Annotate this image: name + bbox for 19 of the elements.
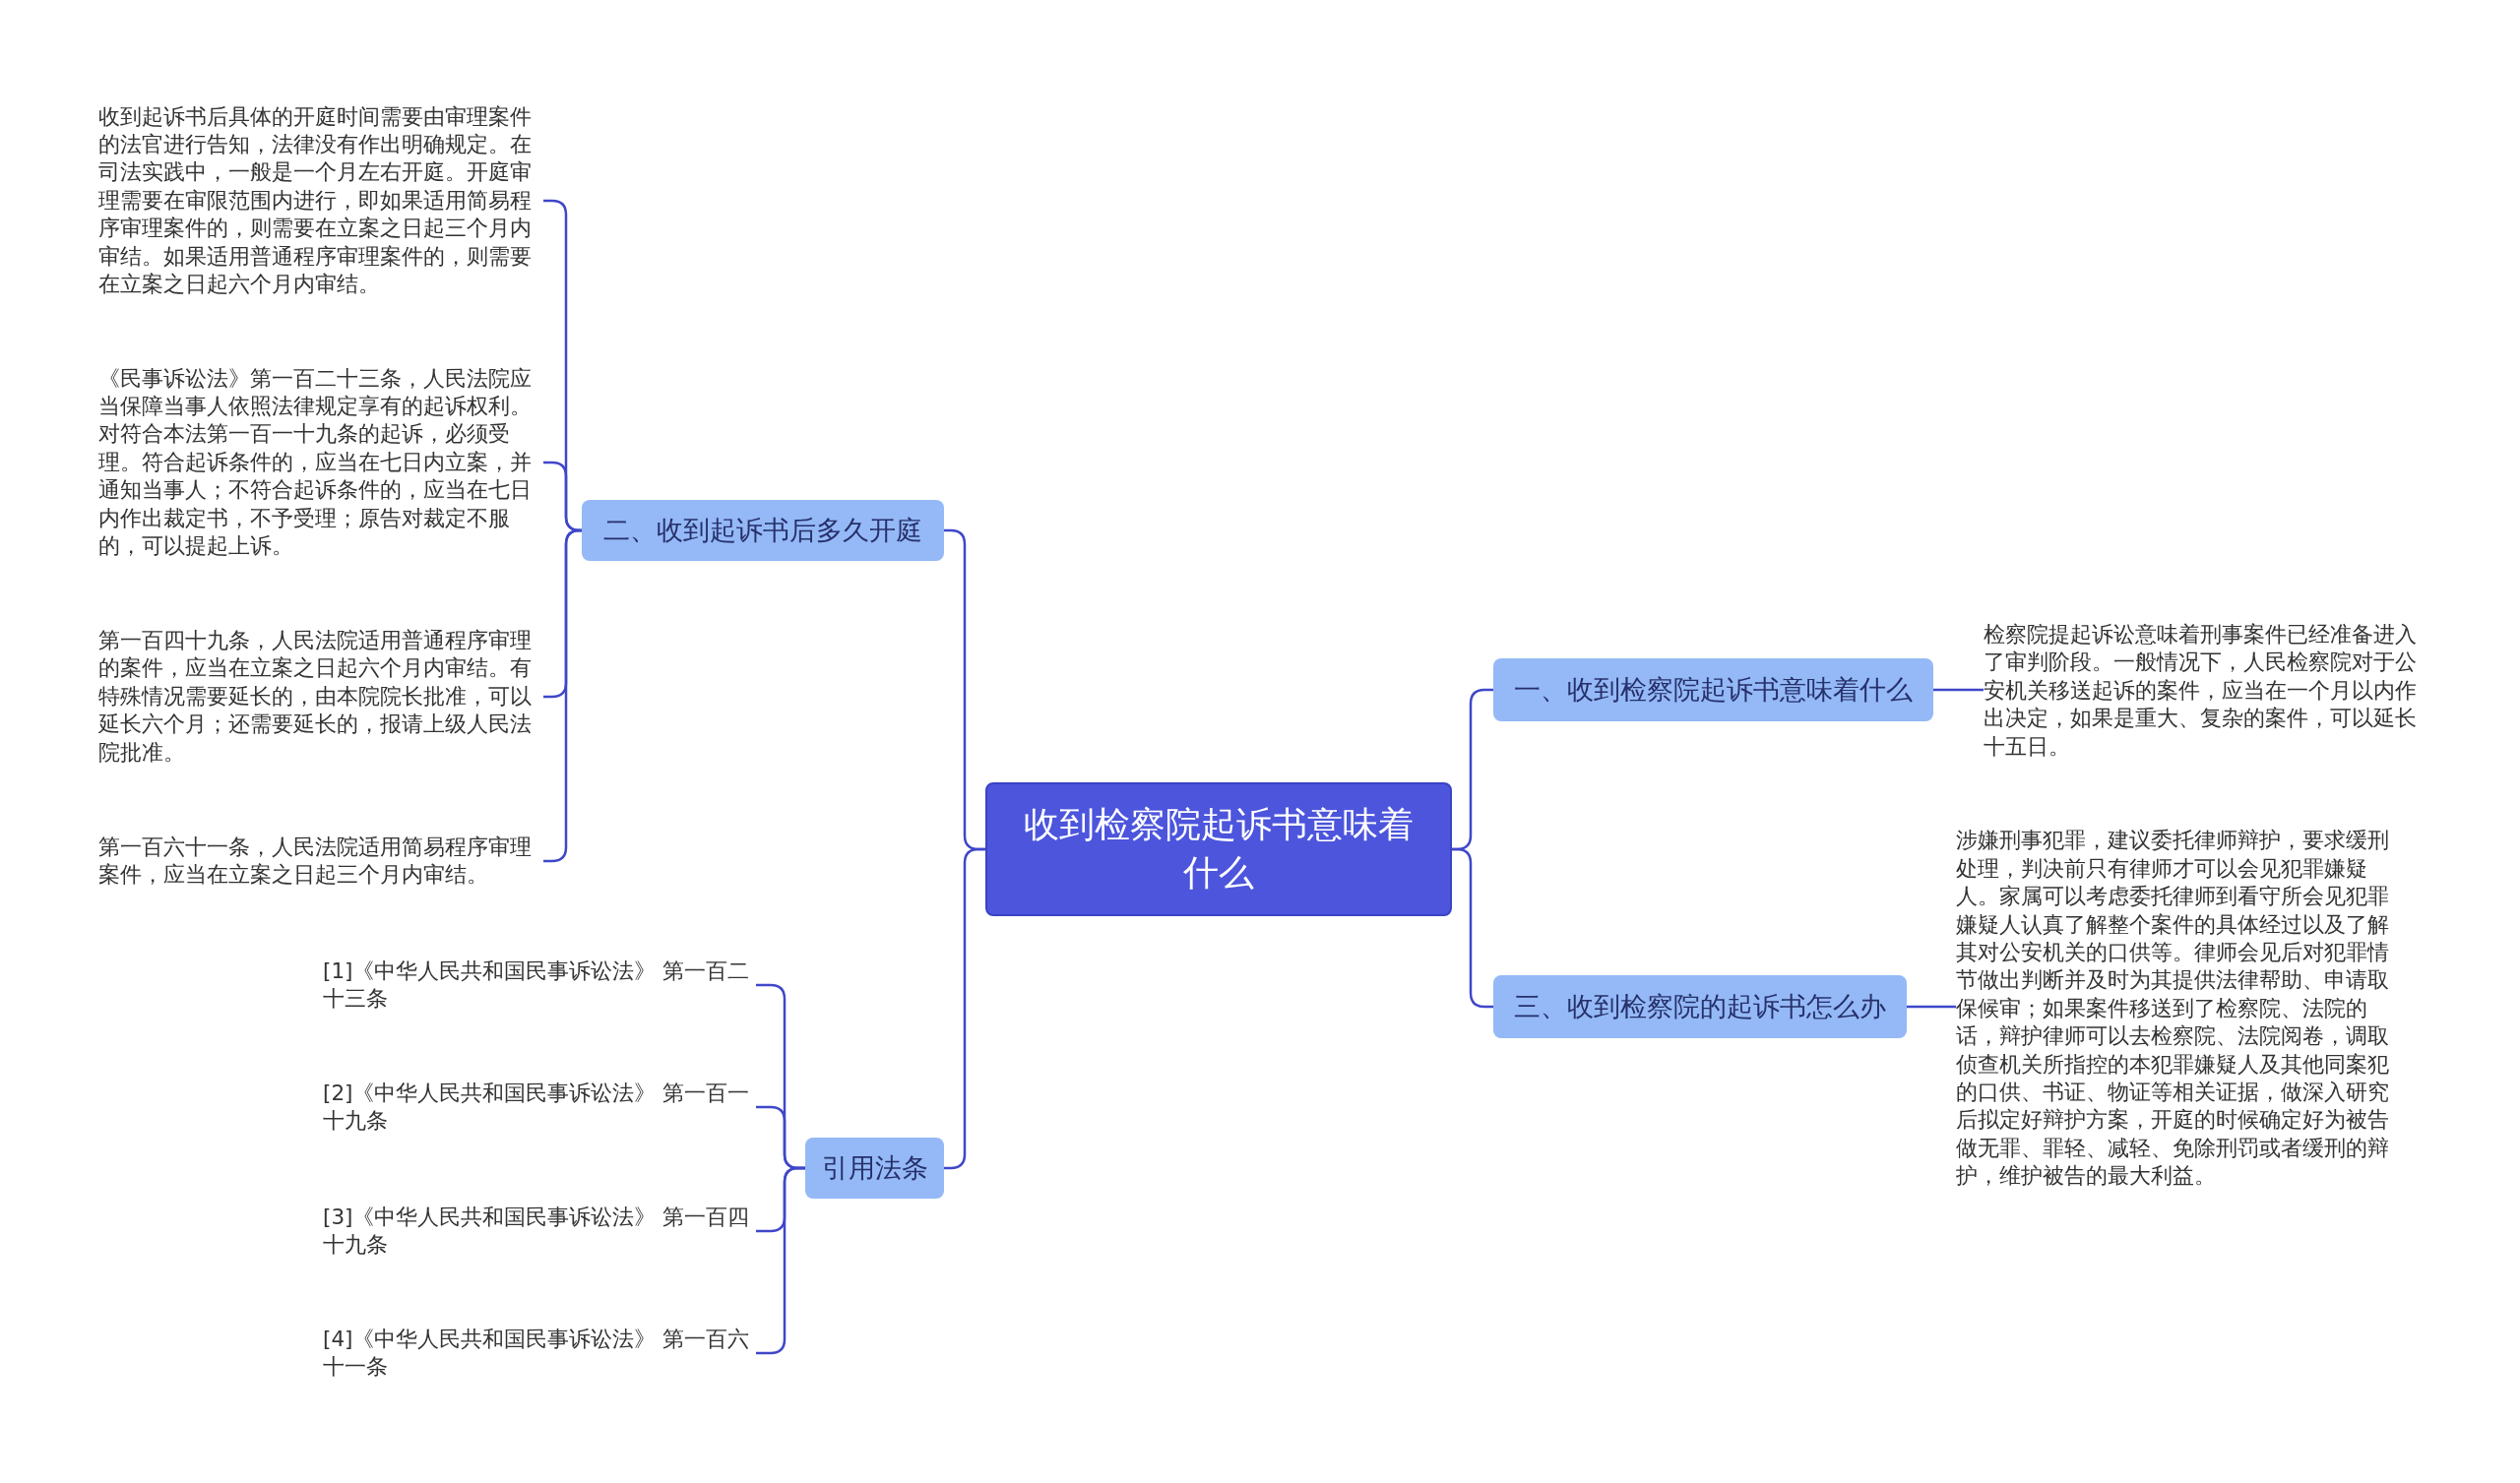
note-text: [3]《中华人民共和国民事诉讼法》 第一百四十九条 bbox=[323, 1203, 751, 1259]
branch-topic-box: 二、收到起诉书后多久开庭 bbox=[582, 500, 944, 561]
branch-topic-box: 三、收到检察院的起诉书怎么办 bbox=[1493, 975, 1907, 1038]
connector-line bbox=[1907, 1005, 1956, 1009]
connector-line bbox=[944, 847, 985, 1170]
note-text: [1]《中华人民共和国民事诉讼法》 第一百二十三条 bbox=[323, 957, 751, 1013]
branch-topic-box: 引用法条 bbox=[805, 1138, 944, 1199]
note-text: 第一百六十一条，人民法院适用简易程序审理案件，应当在立案之日起三个月内审结。 bbox=[98, 833, 533, 889]
note-text: 《民事诉讼法》第一百二十三条，人民法院应当保障当事人依照法律规定享有的起诉权利。对符合本法第一百一十九条的起诉，必须受理。符合起诉条件的，应当在七日内立案，并通知当事人；不符合起诉条件的，应当在七日内作出裁定书，不予受理；原告对裁定不服的，可以提起上诉。 bbox=[98, 364, 533, 560]
note-text: [2]《中华人民共和国民事诉讼法》 第一百一十九条 bbox=[323, 1079, 751, 1135]
branch-topic-box: 一、收到检察院起诉书意味着什么 bbox=[1493, 658, 1933, 721]
note-text: 检察院提起诉讼意味着刑事案件已经准备进入了审判阶段。一般情况下，人民检察院对于公安机关移送起诉的案件，应当在一个月以内作出决定，如果是重大、复杂的案件，可以延长十五日。 bbox=[1984, 621, 2418, 761]
connector-line bbox=[1933, 688, 1984, 692]
connector-line bbox=[1452, 847, 1493, 1009]
note-text: 收到起诉书后具体的开庭时间需要由审理案件的法官进行告知，法律没有作出明确规定。在司法实践中，一般是一个月左右开庭。开庭审理需要在审限范围内进行，即如果适用简易程序审理案件的，则需要在立案之日起三个月内审结。如果适用普通程序审理案件的，则需要在立案之日起六个月内审结。 bbox=[98, 102, 533, 298]
note-text: 第一百四十九条，人民法院适用普通程序审理的案件，应当在立案之日起六个月内审结。有特殊情况需要延长的，由本院院长批准，可以延长六个月；还需要延长的，报请上级人民法院批准。 bbox=[98, 627, 533, 767]
note-text: [4]《中华人民共和国民事诉讼法》 第一百六十一条 bbox=[323, 1325, 751, 1381]
central-topic-box: 收到检察院起诉书意味着什么 bbox=[985, 782, 1452, 916]
note-text: 涉嫌刑事犯罪，建议委托律师辩护，要求缓刑处理，判决前只有律师才可以会见犯罪嫌疑人。家属可以考虑委托律师到看守所会见犯罪嫌疑人认真了解整个案件的具体经过以及了解其对公安机关的口供等。律师会见后对犯罪情节做出判断并及时为其提供法律帮助、申请取保候审；如果案件移送到了检察院、法院的话，辩护律师可以去检察院、法院阅卷，调取侦查机关所指控的本犯罪嫌疑人及其他同案犯的口供、书证、物证等相关证据，做深入研究后拟定好辩护方案，开庭的时候确定好为被告做无罪、罪轻、减轻、免除刑罚或者缓刑的辩护，维护被告的最大利益。 bbox=[1956, 827, 2390, 1191]
